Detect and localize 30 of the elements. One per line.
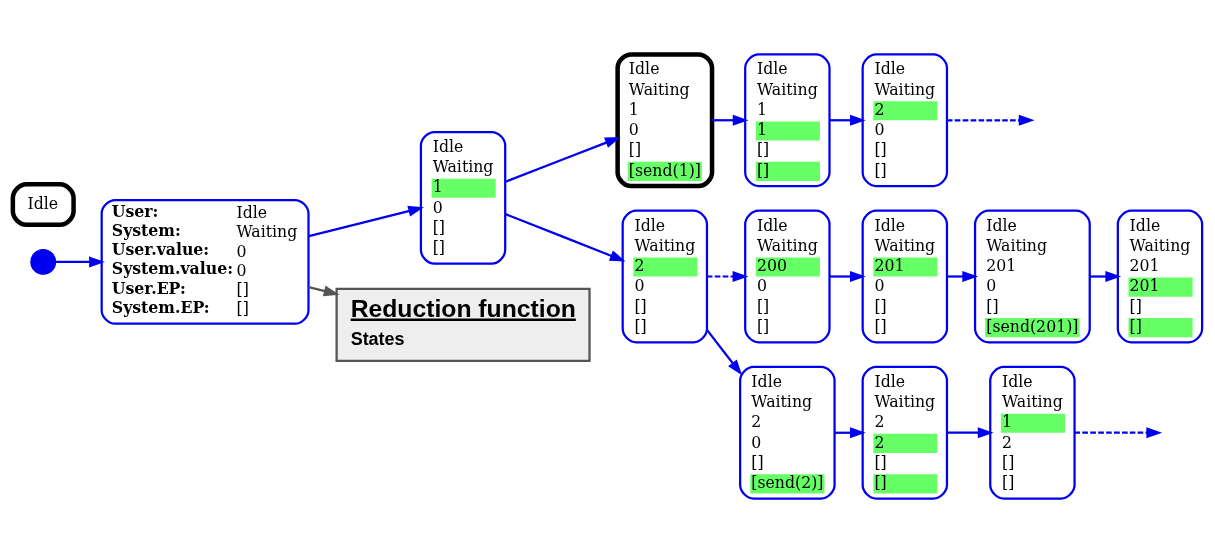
arrow: [829, 114, 866, 126]
node-box: Idle Waiting 201 0 [] []: [861, 209, 949, 343]
arrow: [829, 270, 866, 282]
node-box: Idle: [10, 181, 76, 227]
node-box: Reduction function States: [335, 287, 591, 362]
arrow: [55, 255, 105, 267]
arrow: [1089, 270, 1122, 282]
arrow: [308, 205, 424, 237]
arrow: [707, 270, 749, 282]
arrow: [947, 270, 979, 282]
arrow: [505, 136, 621, 183]
arrow: [947, 426, 994, 438]
node-box: Idle Waiting 1 0 [] []: [419, 130, 507, 265]
node-box: Idle Waiting 201 0 [] [send(201)]: [973, 209, 1091, 343]
arrow: [706, 328, 743, 375]
arrow: [505, 212, 626, 261]
node-box: Idle Waiting 1 1 [] []: [744, 52, 831, 187]
node-box: Idle Waiting 2 2 [] []: [861, 365, 949, 500]
node-box: Idle Waiting 1 0 [] [send(1)]: [615, 51, 715, 188]
node-box: Idle Waiting 201 201 [] []: [1116, 209, 1204, 343]
node-circle: [30, 248, 57, 275]
arrow: [712, 114, 749, 126]
node-box: Idle Waiting 200 0 [] []: [744, 209, 831, 343]
arrow: [947, 114, 1035, 126]
node-box: User: Idle System: Waiting User.value: 0 System.value: 0 User.EP: [] System.EP: []: [100, 198, 310, 325]
node-box: Idle Waiting 2 0 [] []: [861, 52, 949, 187]
node-box: Idle Waiting 1 2 [] []: [989, 365, 1076, 500]
node-box: Idle Waiting 2 0 [] [send(2)]: [739, 365, 836, 500]
node-box: Idle Waiting 2 0 [] []: [621, 209, 709, 343]
arrow: [1074, 426, 1163, 438]
